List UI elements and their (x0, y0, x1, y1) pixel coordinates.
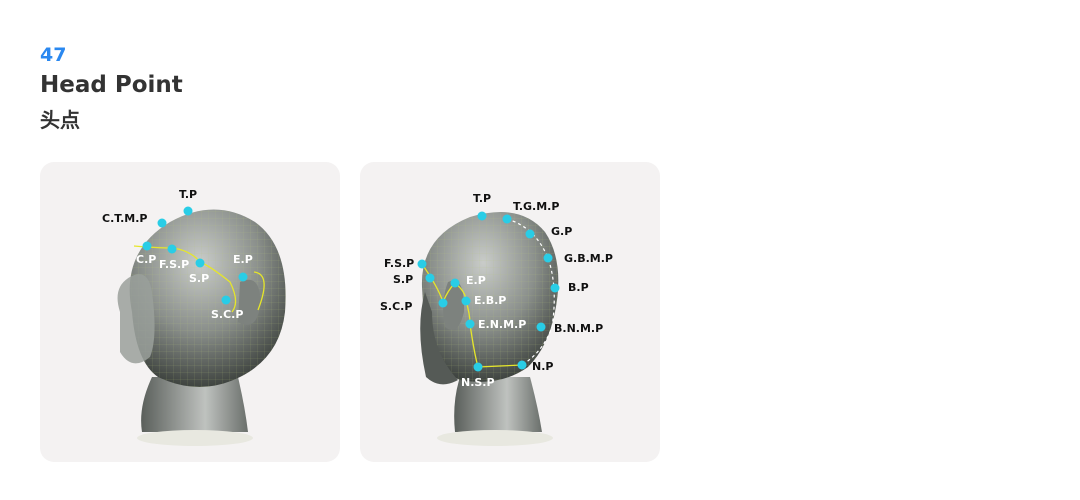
gbmp-label: G.B.M.P (564, 252, 613, 265)
page-title: Head Point (40, 72, 183, 98)
sp-label: S.P (189, 272, 209, 285)
head-model (420, 212, 559, 446)
ep-point (450, 278, 460, 288)
tp-point (183, 206, 193, 216)
fsp-label: F.S.P (159, 258, 189, 271)
sp-point (425, 273, 435, 283)
gp-point (525, 229, 535, 239)
fsp-point (167, 244, 177, 254)
head-model (117, 209, 286, 446)
bp-label: B.P (568, 281, 589, 294)
tp-point (477, 211, 487, 221)
gp-label: G.P (551, 225, 572, 238)
side-head-diagram: T.P T.G.M.P G.P G.B.M.P B.P B.N.M.P N.P … (380, 192, 613, 446)
fsp-label: F.S.P (384, 257, 414, 270)
enmp-label: E.N.M.P (478, 318, 526, 331)
tp-label: T.P (473, 192, 491, 205)
ear-line (253, 271, 265, 311)
ctmp-point (157, 218, 167, 228)
scp-point (221, 295, 231, 305)
scp-label: S.C.P (211, 308, 243, 321)
ep-point (238, 272, 248, 282)
ebp-point (461, 296, 471, 306)
np-label: N.P (532, 360, 553, 373)
tp-label: T.P (179, 188, 197, 201)
ep-label: E.P (233, 253, 253, 266)
bnmp-point (536, 322, 546, 332)
tgmp-point (502, 214, 512, 224)
cp-point (142, 241, 152, 251)
enmp-point (465, 319, 475, 329)
sp-point (195, 258, 205, 268)
cp-label: C.P (136, 253, 156, 266)
front-head-diagram: T.P C.T.M.P C.P F.S.P S.P E.P S.C.P (102, 188, 286, 446)
tgmp-label: T.G.M.P (513, 200, 559, 213)
side-view-card: T.P T.G.M.P G.P G.B.M.P B.P B.N.M.P N.P … (360, 162, 660, 462)
section-number: 47 (40, 44, 67, 66)
ctmp-label: C.T.M.P (102, 212, 147, 225)
nsp-label: N.S.P (461, 376, 495, 389)
nsp-point (473, 362, 483, 372)
scp-point (438, 298, 448, 308)
front-view-card: T.P C.T.M.P C.P F.S.P S.P E.P S.C.P (40, 162, 340, 462)
ebp-label: E.B.P (474, 294, 506, 307)
bnmp-label: B.N.M.P (554, 322, 603, 335)
fsp-point (417, 259, 427, 269)
scp-label: S.C.P (380, 300, 412, 313)
gbmp-point (543, 253, 553, 263)
page-subtitle: 头点 (40, 108, 80, 132)
ep-label: E.P (466, 274, 486, 287)
sp-label: S.P (393, 273, 413, 286)
np-point (517, 360, 527, 370)
bp-point (550, 283, 560, 293)
